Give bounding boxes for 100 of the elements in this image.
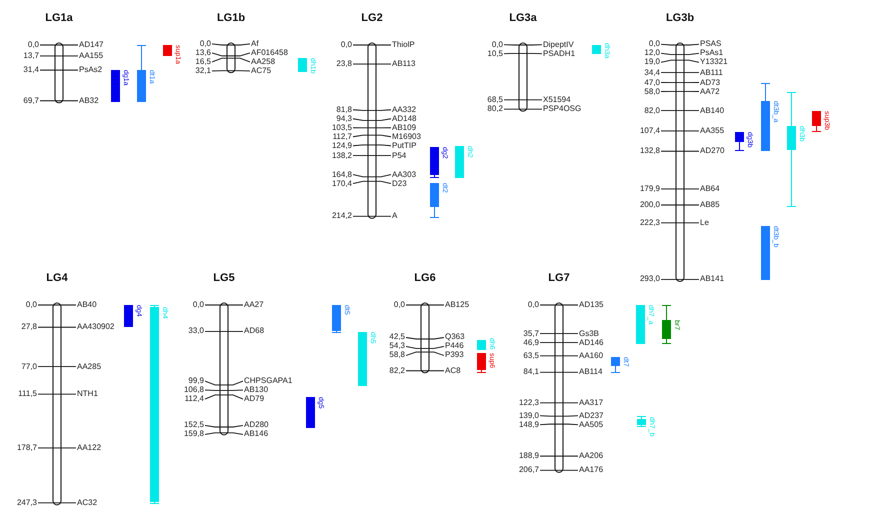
position-label: 46,9 <box>523 338 539 347</box>
marker-label: AD68 <box>244 327 264 336</box>
position-label: 23,8 <box>336 60 352 68</box>
group-title: LG6 <box>413 272 437 284</box>
marker-label: ThiolP <box>392 41 415 49</box>
position-label: 148,9 <box>518 420 539 429</box>
position-label: 214,2 <box>332 212 352 220</box>
marker-label: M16903 <box>392 132 421 141</box>
position-label: 139,0 <box>518 412 539 420</box>
position-label: 19,0 <box>644 58 660 66</box>
position-label: 58,8 <box>389 351 405 360</box>
position-label: 42,5 <box>389 333 405 342</box>
marker-label: Le <box>700 218 709 227</box>
marker-label: NTH1 <box>77 390 98 398</box>
marker-label: Y13321 <box>700 58 728 66</box>
position-label: 138,2 <box>332 152 352 160</box>
position-label: 13,6 <box>195 48 211 57</box>
group-title: LG7 <box>547 272 571 284</box>
position-label: 111,5 <box>18 390 37 398</box>
marker-label: AA160 <box>579 352 604 360</box>
position-label: 293,0 <box>640 275 660 284</box>
marker-label: AB40 <box>77 301 97 309</box>
marker-label: AB111 <box>700 68 723 77</box>
marker-label: P446 <box>445 342 464 350</box>
group-title: LG4 <box>45 272 69 284</box>
marker-label: Q363 <box>445 333 465 342</box>
marker-label: AA285 <box>77 362 102 371</box>
marker-label: AD135 <box>579 301 604 309</box>
position-label: 77,0 <box>21 362 37 371</box>
position-label: 58,0 <box>644 88 660 96</box>
marker-label: AD270 <box>700 147 724 156</box>
position-label: 179,9 <box>640 184 660 193</box>
marker-label: A <box>392 212 398 220</box>
marker-label: AD280 <box>244 421 268 430</box>
position-label: 106,8 <box>184 386 204 394</box>
marker-label: AB125 <box>445 301 470 309</box>
group-title: LG1a <box>44 12 74 24</box>
group-title: LG3b <box>664 12 696 24</box>
marker-label: AA303 <box>392 170 416 179</box>
marker-label: AC32 <box>77 498 98 507</box>
position-label: 222,3 <box>640 218 660 227</box>
position-label: 81,8 <box>336 106 352 114</box>
marker-label: Af <box>251 40 259 48</box>
marker-label: AB114 <box>579 368 602 376</box>
position-label: 122,3 <box>518 398 539 407</box>
position-label: 178,7 <box>16 444 37 452</box>
position-label: 82,0 <box>644 106 660 115</box>
marker-label: P393 <box>445 351 464 360</box>
marker-label: AB109 <box>392 124 416 132</box>
marker-label: Gs3B <box>579 330 600 338</box>
position-label: 32,1 <box>195 66 211 75</box>
position-label: 152,5 <box>184 421 204 430</box>
marker-label: AF016458 <box>251 48 288 57</box>
position-label: 0,0 <box>648 40 660 48</box>
group-title: LG5 <box>212 272 236 284</box>
position-label: 33,0 <box>188 327 204 336</box>
marker-label: AB146 <box>244 430 268 438</box>
marker-label: AA122 <box>77 444 102 452</box>
position-label: 82,2 <box>389 366 405 375</box>
position-label: 12,0 <box>644 49 660 58</box>
marker-label: AA258 <box>251 58 276 66</box>
position-label: 112,7 <box>332 132 352 141</box>
marker-label: AB130 <box>244 386 268 394</box>
marker-label: AA72 <box>700 88 720 96</box>
position-label: 206,7 <box>518 466 539 474</box>
position-label: 132,8 <box>640 147 660 156</box>
position-label: 188,9 <box>518 452 539 460</box>
marker-label: P54 <box>392 152 406 160</box>
position-label: 0,0 <box>394 301 405 309</box>
group-title: LG3a <box>508 12 538 24</box>
position-label: 124,9 <box>332 142 352 150</box>
marker-label: AD73 <box>700 78 720 86</box>
marker-label: DipeptIV <box>543 40 574 49</box>
position-label: 0,0 <box>26 301 37 309</box>
marker-label: PsAs1 <box>700 49 724 58</box>
position-label: 112,4 <box>184 395 204 404</box>
marker-label: AB141 <box>700 275 724 284</box>
marker-label: AA332 <box>392 106 416 114</box>
marker-label: AB85 <box>700 201 720 209</box>
position-label: 63,5 <box>523 352 539 360</box>
position-label: 99,9 <box>188 377 204 386</box>
marker-label: PSP4OSG <box>543 105 582 114</box>
position-label: 0,0 <box>492 40 503 49</box>
position-label: 0,0 <box>340 41 352 49</box>
marker-label: D23 <box>392 180 407 188</box>
position-label: 103,5 <box>332 124 352 132</box>
marker-label: PSADH1 <box>543 50 576 58</box>
marker-label: CHPSGAPA1 <box>244 377 292 386</box>
position-label: 31,4 <box>23 66 39 74</box>
marker-label: AA155 <box>79 52 104 60</box>
position-label: 27,8 <box>21 323 37 332</box>
marker-label: AA430902 <box>77 323 114 332</box>
marker-label: AD237 <box>579 412 604 420</box>
group-title: LG2 <box>360 12 384 24</box>
marker-label: AA355 <box>700 126 724 135</box>
position-label: 0,0 <box>200 40 211 48</box>
marker-label: PSAS <box>700 40 722 48</box>
marker-label: AB64 <box>700 184 720 193</box>
marker-label: AD148 <box>392 114 416 123</box>
marker-label: PutTIP <box>392 142 416 150</box>
